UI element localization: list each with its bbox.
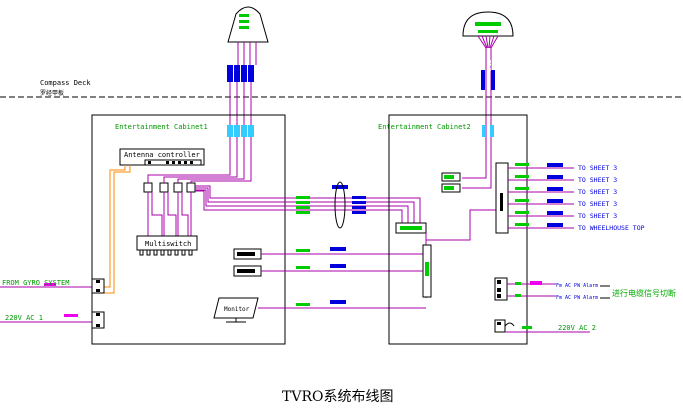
output-label-1: TO SHEET 3 (578, 164, 617, 172)
deck-label-cn: 罗经甲板 (40, 89, 64, 97)
output-label-2: TO SHEET 3 (578, 176, 617, 184)
power2-module (494, 319, 590, 333)
alarm-label-2: Fm AC PW Alarm (556, 295, 598, 301)
output-splitter (495, 162, 509, 234)
gyro-label: FROM GYRO SYSTEM (2, 279, 69, 287)
dome-label-1: GPS1- (477, 57, 483, 72)
output-label-4: TO SHEET 3 (578, 200, 617, 208)
cabinet1-box (91, 114, 286, 345)
cabinet1-title: Entertainment Cabinet1 (115, 123, 208, 131)
output-label-3: TO SHEET 3 (578, 188, 617, 196)
tv-receiver-1 (233, 248, 262, 260)
left-radome (227, 6, 269, 65)
cross-cabinet-cables (195, 185, 421, 223)
cabinet2-title: Entertainment Cabinet2 (378, 123, 471, 131)
right-dome: GPS1- GPS2- (462, 11, 514, 160)
gps-modules (441, 160, 492, 193)
deck-label: Compass Deck (40, 79, 91, 87)
power1-line (0, 311, 105, 329)
cabinet2-receiver (395, 222, 427, 234)
gyro-line (0, 165, 131, 294)
dome-label-2: GPS2- (487, 57, 493, 72)
tv-receiver-2 (233, 265, 262, 277)
cabinet2-box (388, 114, 528, 345)
cable-tags-top-left (227, 65, 254, 82)
multiswitch: Multiswitch (136, 235, 198, 256)
output-lines (508, 163, 574, 229)
side-note: 进行电缆信号切断 (612, 288, 676, 298)
cross-cable-tags-green (296, 196, 310, 214)
device-cable-tags (296, 247, 346, 306)
antenna-controller-label: Antenna controller (124, 151, 200, 159)
output-label-6: TO WHEELHOUSE TOP (578, 224, 645, 232)
splitters (143, 182, 196, 193)
cable-bundle (334, 181, 346, 229)
cross-cable-tags-blue (332, 185, 366, 214)
diagram-caption: TVRO系统布线图 (282, 389, 393, 405)
power1-label: 220V AC 1 (5, 314, 43, 322)
alarm-label-1: Fm AC PW Alarm (556, 283, 598, 289)
alarm-module: Fm AC PW Alarm Fm AC PW Alarm (494, 277, 610, 301)
antenna-cables (229, 65, 252, 160)
antenna-controller: Antenna controller (119, 148, 205, 166)
cable-tags-cyan-left (227, 125, 254, 137)
output-label-5: TO SHEET 3 (578, 212, 617, 220)
monitor-label: Monitor (224, 306, 250, 313)
device-cables (258, 209, 500, 309)
monitor: Monitor (213, 297, 259, 323)
multiswitch-label: Multiswitch (145, 240, 191, 248)
power2-label: 220V AC 2 (558, 324, 596, 332)
distribution-block (422, 244, 432, 298)
controller-to-splitter-cables (147, 160, 252, 236)
